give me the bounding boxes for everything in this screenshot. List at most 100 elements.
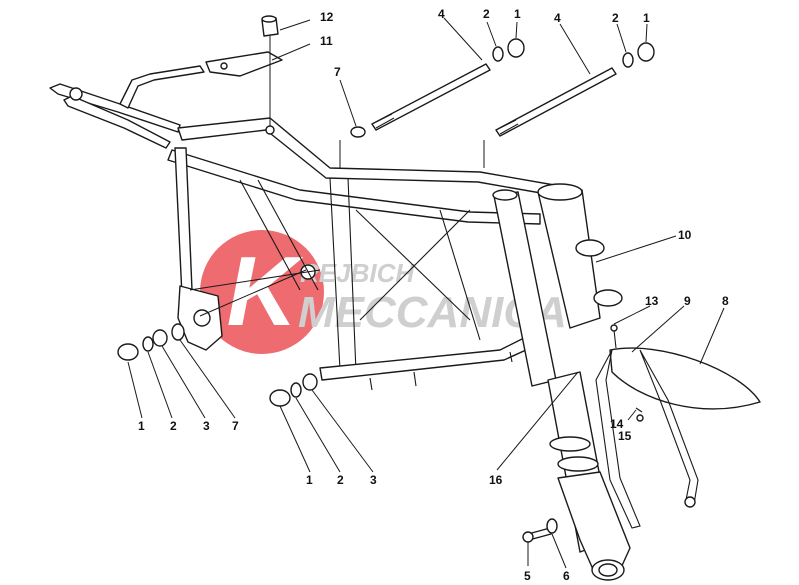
- leader-pivot: [199, 269, 307, 317]
- callout-12: 12: [320, 10, 334, 24]
- washer-7c: [171, 323, 185, 341]
- lower-rail-tab-3: [509, 351, 513, 363]
- top-bushings: [492, 38, 655, 68]
- trellis-tube-4: [329, 177, 341, 371]
- leader-7a: [339, 79, 357, 127]
- leader-11: [271, 43, 311, 61]
- leader-7c: [179, 339, 236, 419]
- callout-3c: 3: [203, 419, 210, 433]
- callout-1a: 1: [514, 7, 521, 21]
- fender-body: [609, 347, 761, 410]
- leader-6: [551, 533, 567, 569]
- leader-2a: [486, 21, 497, 47]
- spacer-2c: [142, 336, 154, 352]
- callout-6: 6: [563, 569, 570, 583]
- nut-3d: [302, 373, 318, 391]
- nut-3c: [152, 329, 168, 347]
- fork-foot: [557, 471, 631, 577]
- bushing-1a: [507, 38, 525, 58]
- rear-eyelet: [69, 87, 83, 101]
- fender-stay-eye: [684, 496, 696, 508]
- callout-13: 13: [645, 294, 659, 308]
- trellis-tube-1: [239, 179, 301, 291]
- bracket-plate: [205, 51, 283, 77]
- shaft-left: [350, 63, 491, 138]
- leader-1b: [645, 23, 648, 43]
- shaft-left-thread: [375, 113, 395, 129]
- leader-12: [279, 19, 311, 31]
- bracket-hole: [220, 62, 228, 70]
- spacer-2b: [622, 52, 634, 68]
- leader-3d: [311, 389, 374, 473]
- washer-7-top: [350, 126, 366, 138]
- leader-10: [595, 235, 677, 263]
- trellis-tube-7: [359, 209, 471, 321]
- leader-lines: [127, 17, 725, 569]
- callout-4a: 4: [438, 7, 445, 21]
- leader-8: [699, 307, 725, 365]
- headstock-mount-lower: [593, 289, 623, 307]
- spacer-2d: [290, 382, 302, 398]
- callout-7c: 7: [232, 419, 239, 433]
- callout-9: 9: [684, 294, 691, 308]
- leader-2c: [147, 351, 173, 419]
- washer-6: [546, 518, 558, 534]
- callout-1d: 1: [306, 473, 313, 487]
- front-fork: [492, 189, 631, 581]
- lower-rail-tab-1: [369, 377, 373, 391]
- cap-1d: [269, 389, 291, 407]
- callout-8: 8: [722, 294, 729, 308]
- callout-2d: 2: [337, 473, 344, 487]
- leader-2d: [295, 397, 341, 473]
- shaft-left-rod: [371, 63, 491, 131]
- bushing-1b: [637, 42, 655, 62]
- callout-1c: 1: [138, 419, 145, 433]
- top-bracket-assembly: [205, 15, 283, 135]
- leader-13: [613, 305, 651, 325]
- headstock-top: [537, 183, 583, 201]
- watermark-disc: [200, 230, 324, 354]
- rear-subframe-lower-rail: [63, 95, 171, 149]
- cap-1c: [117, 343, 139, 361]
- shaft-right-thread: [499, 119, 519, 135]
- shaft-right: [495, 67, 617, 137]
- fork-top-cap: [492, 189, 518, 201]
- callout-3d: 3: [370, 473, 377, 487]
- callout-11: 11: [320, 34, 333, 48]
- fork-seal-lower: [557, 456, 599, 472]
- fork-bolt-set: [522, 518, 558, 543]
- pivot-hole-left: [193, 309, 211, 327]
- leader-2b: [616, 23, 627, 53]
- fork-seal: [549, 436, 591, 452]
- rear-subframe-loop: [119, 65, 205, 109]
- headstock-mount-upper: [575, 239, 605, 257]
- leader-9: [631, 305, 685, 353]
- right-bushing-set: [269, 373, 318, 407]
- shaft-right-rod: [495, 67, 617, 137]
- fender-stay: [595, 349, 641, 529]
- axle-boss-inner: [598, 563, 618, 577]
- spacer-2a: [492, 46, 504, 62]
- mount-nut: [265, 125, 275, 135]
- leader-3c: [161, 345, 206, 419]
- leader-4b: [559, 23, 591, 75]
- left-bushing-set: [117, 323, 185, 361]
- watermark-letter: K: [227, 236, 304, 346]
- callout-labels: 12 11 4 2 1 4 2 1 7 10 13 9 8 1 2 3 7 1 …: [138, 7, 729, 583]
- callout-2a: 2: [483, 7, 490, 21]
- fender-screw-head: [610, 324, 618, 332]
- trellis-tube-6: [355, 209, 471, 321]
- callout-2b: 2: [612, 11, 619, 25]
- fender-screw-14: [635, 407, 643, 413]
- rubber-mount-top: [261, 15, 277, 23]
- callout-4b: 4: [554, 11, 561, 25]
- bolt-5-head: [522, 531, 534, 543]
- leader-16: [496, 371, 579, 471]
- washer-15: [636, 414, 644, 422]
- front-fender-assembly: [595, 324, 761, 529]
- callout-7a: 7: [334, 65, 341, 79]
- watermark-line1: REJBICH: [300, 258, 415, 288]
- leader-1c: [127, 361, 143, 419]
